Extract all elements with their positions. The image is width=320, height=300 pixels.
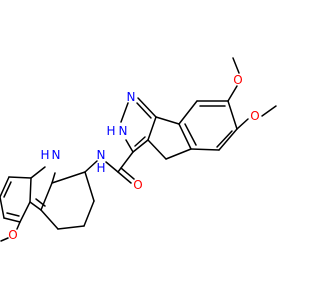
atom-o-methoxy-top: O bbox=[233, 73, 242, 87]
atom-n-pyrazole-top: N bbox=[127, 90, 136, 104]
bond-benzene-a bbox=[227, 100, 238, 130]
bond-pz-b bbox=[120, 102, 129, 123]
atom-o-methoxy-bottom: O bbox=[8, 228, 17, 242]
bond-benzene-c bbox=[190, 148, 220, 151]
bond-o-methyl-bottom bbox=[0, 237, 9, 242]
bond-pz-d-inner bbox=[134, 136, 146, 147]
bond-benzene-e bbox=[178, 100, 198, 125]
bond-benzene-d-inner bbox=[184, 123, 197, 146]
bond-amide-n bbox=[105, 161, 119, 173]
bond-pz-a-inner bbox=[136, 102, 152, 119]
atom-h-indole: H bbox=[40, 148, 49, 162]
bond-carbonyl-a bbox=[117, 171, 132, 184]
bond-th-d bbox=[40, 209, 59, 230]
atom-o-carbonyl: O bbox=[133, 178, 142, 192]
bond-th-b bbox=[83, 200, 95, 227]
bond-lb-b-inner bbox=[3, 181, 12, 198]
bond-o-ring-right bbox=[236, 118, 249, 130]
bond-cp-a bbox=[165, 148, 192, 160]
atom-n-indole: N bbox=[52, 148, 61, 162]
bond-th-f bbox=[51, 171, 86, 184]
bond-pyr-a bbox=[51, 172, 56, 184]
bond-methyl-o-top bbox=[232, 57, 240, 74]
bond-pz-a bbox=[137, 97, 157, 118]
atom-n-pyrazole-nh: N bbox=[119, 124, 128, 138]
bond-lb-d bbox=[3, 217, 21, 223]
atom-label-layer: O O N H N O N H H N O bbox=[8, 73, 259, 242]
bond-pyr-b bbox=[30, 166, 46, 179]
bond-methyl-o-right bbox=[261, 105, 277, 117]
molecule-structure-diagram: O O N H N O N H H N O bbox=[0, 57, 277, 242]
bond-lb-d-inner bbox=[6, 212, 20, 217]
bond-pz-d bbox=[132, 139, 149, 153]
bond-pz-c bbox=[125, 139, 134, 153]
bond-th-e bbox=[40, 182, 53, 211]
bond-lb-a bbox=[8, 176, 32, 179]
bond-carbonyl-b bbox=[120, 167, 135, 180]
bond-lb-c bbox=[0, 196, 5, 219]
bond-lb-b bbox=[0, 176, 10, 198]
bond-cp-b bbox=[147, 139, 167, 160]
bond-cp-d bbox=[155, 116, 180, 125]
atom-h-pyrazole: H bbox=[106, 124, 115, 138]
bond-pyr-c bbox=[29, 177, 32, 203]
bond-lb-e bbox=[19, 201, 31, 223]
bond-o-ring-top bbox=[227, 85, 238, 102]
atom-h-amide: H bbox=[96, 161, 105, 175]
bond-cp-c bbox=[147, 116, 157, 141]
bond-pyr-d bbox=[29, 201, 42, 211]
bond-n-ch bbox=[84, 160, 98, 173]
bond-benzene-d bbox=[178, 123, 192, 150]
bond-pyr-d-inner bbox=[35, 198, 46, 207]
bond-benzene-b bbox=[218, 128, 238, 151]
bond-ring-o-bottom bbox=[16, 221, 21, 230]
bond-benzene-b-inner bbox=[216, 130, 233, 148]
bond-layer bbox=[0, 57, 277, 242]
bond-th-a bbox=[84, 171, 95, 202]
atom-o-methoxy-right: O bbox=[250, 109, 259, 123]
bond-th-c bbox=[57, 225, 85, 230]
atom-n-amide: N bbox=[97, 148, 106, 162]
bond-amide-c bbox=[117, 151, 134, 173]
